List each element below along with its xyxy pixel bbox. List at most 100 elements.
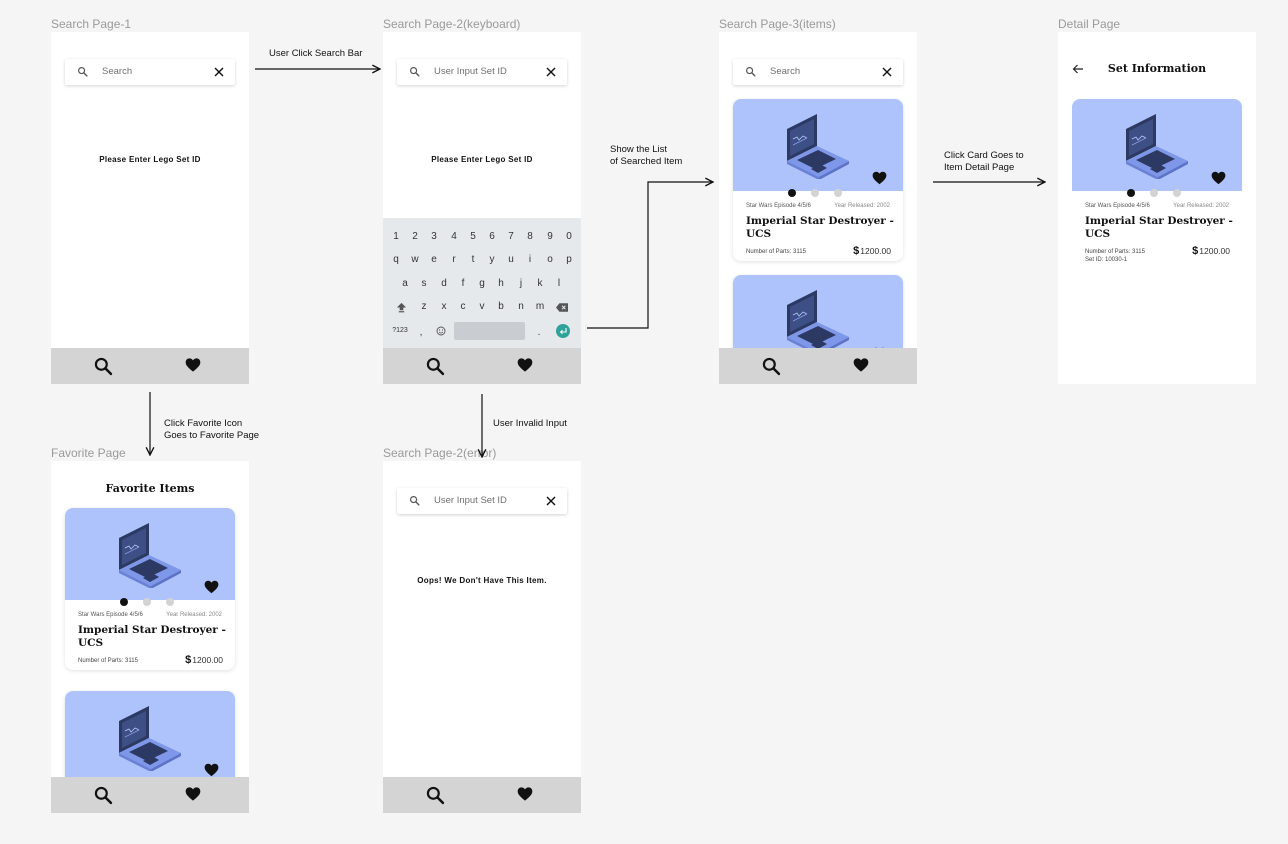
laptop-illustration (113, 701, 185, 771)
key[interactable]: j (519, 278, 523, 289)
symbols-key[interactable]: ?123 (392, 327, 408, 334)
bottom-nav (719, 348, 917, 384)
shift-key-icon[interactable] (396, 302, 407, 313)
heart-icon[interactable] (517, 786, 533, 802)
key[interactable]: n (518, 301, 524, 312)
key[interactable]: s (421, 278, 427, 289)
key[interactable]: p (566, 254, 572, 265)
key[interactable]: 5 (470, 231, 476, 242)
carousel-dot[interactable] (834, 189, 842, 197)
heart-icon[interactable] (185, 786, 201, 802)
carousel-dot[interactable] (166, 598, 174, 606)
search-input[interactable]: User Input Set ID (434, 495, 507, 506)
search-icon[interactable] (93, 356, 113, 376)
comma-key[interactable]: , (419, 327, 423, 338)
spacebar[interactable] (454, 322, 525, 340)
frame-label-favorite-page: Favorite Page (51, 446, 126, 460)
annotation-click-favorite-line2: Goes to Favorite Page (164, 430, 260, 441)
annotation-invalid-input: User Invalid Input (493, 418, 567, 429)
close-icon[interactable] (882, 67, 892, 77)
search-icon[interactable] (93, 785, 113, 805)
heart-icon[interactable] (204, 763, 219, 777)
key[interactable]: a (402, 278, 408, 289)
frame-label-search-page-2-error: Search Page-2(error) (383, 446, 497, 460)
key[interactable]: d (441, 278, 447, 289)
key[interactable]: g (479, 278, 485, 289)
key[interactable]: w (411, 254, 419, 265)
search-icon[interactable] (425, 785, 445, 805)
search-input[interactable]: User Input Set ID (434, 66, 507, 77)
key[interactable]: 2 (412, 231, 418, 242)
search-bar[interactable]: Search (65, 59, 235, 85)
search-bar[interactable]: User Input Set ID (397, 59, 567, 85)
carousel-dot[interactable] (143, 598, 151, 606)
carousel-dot-active[interactable] (120, 598, 128, 606)
key[interactable]: 8 (527, 231, 533, 242)
carousel-dot[interactable] (1173, 189, 1181, 197)
key[interactable]: c (460, 301, 466, 312)
carousel-dot[interactable] (811, 189, 819, 197)
key[interactable]: q (393, 254, 399, 265)
key[interactable]: f (461, 278, 465, 289)
search-bar[interactable]: Search (733, 59, 903, 85)
key[interactable]: h (498, 278, 504, 289)
key[interactable]: b (498, 301, 504, 312)
heart-icon[interactable] (1211, 171, 1226, 185)
item-price: $1200.00 (853, 245, 891, 257)
key[interactable]: m (535, 301, 545, 312)
item-set-id: Set ID: 10030-1 (1085, 257, 1128, 263)
key[interactable]: y (489, 254, 495, 265)
key[interactable]: 1 (393, 231, 399, 242)
carousel-dot-active[interactable] (1127, 189, 1135, 197)
bottom-nav (383, 348, 581, 384)
key[interactable]: v (479, 301, 485, 312)
annotation-show-list-line2: of Searched Item (610, 156, 683, 167)
back-arrow-icon[interactable] (1072, 64, 1084, 74)
backspace-key-icon[interactable] (556, 303, 568, 312)
item-card[interactable]: Star Wars Episode 4/5/6 Year Released: 2… (733, 99, 903, 261)
heart-icon[interactable] (517, 357, 533, 373)
annotation-show-list-line1: Show the List (610, 144, 668, 155)
key[interactable]: z (421, 301, 427, 312)
enter-key-icon[interactable] (556, 324, 570, 338)
key[interactable]: e (431, 254, 437, 265)
heart-icon[interactable] (853, 357, 869, 373)
key[interactable]: 0 (566, 231, 572, 242)
key[interactable]: 6 (489, 231, 495, 242)
key[interactable]: u (508, 254, 514, 265)
key[interactable]: 7 (508, 231, 514, 242)
search-icon[interactable] (425, 356, 445, 376)
period-key[interactable]: . (537, 327, 541, 338)
key[interactable]: x (441, 301, 447, 312)
search-icon (77, 66, 88, 77)
search-icon (409, 66, 420, 77)
frame-label-search-page-2-keyboard: Search Page-2(keyboard) (383, 17, 521, 31)
heart-icon[interactable] (872, 171, 887, 185)
search-bar[interactable]: User Input Set ID (397, 488, 567, 514)
key[interactable]: 9 (547, 231, 553, 242)
close-icon[interactable] (546, 496, 556, 506)
emoji-key-icon[interactable] (436, 326, 446, 336)
key[interactable]: r (452, 254, 456, 265)
frame-detail-page: Set Information Star Wars Episode 4/5/6 … (1058, 32, 1256, 384)
close-icon[interactable] (214, 67, 224, 77)
key[interactable]: o (547, 254, 553, 265)
keyboard-row-bottom: ?123 , . (383, 322, 581, 343)
key[interactable]: 3 (431, 231, 437, 242)
heart-icon[interactable] (204, 580, 219, 594)
close-icon[interactable] (546, 67, 556, 77)
heart-icon[interactable] (185, 357, 201, 373)
carousel-dots (65, 598, 235, 608)
key[interactable]: k (537, 278, 543, 289)
carousel-dot-active[interactable] (788, 189, 796, 197)
search-icon[interactable] (761, 356, 781, 376)
frame-search-page-2-error: User Input Set ID Oops! We Don't Have Th… (383, 461, 581, 813)
empty-state-message: Please Enter Lego Set ID (431, 155, 533, 164)
key[interactable]: 4 (451, 231, 457, 242)
item-parts: Number of Parts: 3115 (78, 658, 138, 664)
key[interactable]: t (471, 254, 475, 265)
key[interactable]: i (528, 254, 532, 265)
key[interactable]: l (557, 278, 561, 289)
item-card[interactable]: Star Wars Episode 4/5/6 Year Released: 2… (65, 508, 235, 670)
carousel-dot[interactable] (1150, 189, 1158, 197)
